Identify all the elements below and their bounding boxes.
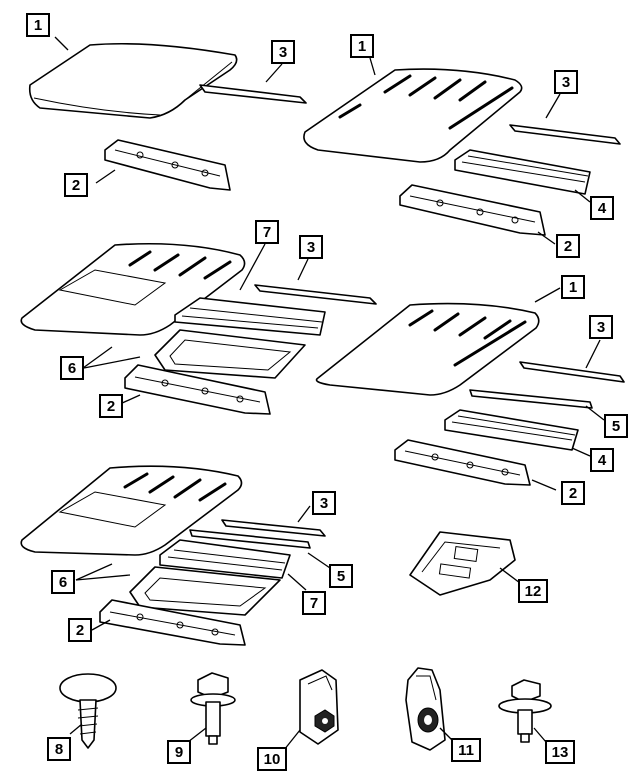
- bracket-plate-12: [409, 531, 516, 596]
- roof-rail-d3: [519, 361, 625, 383]
- leader-b1: [369, 57, 376, 76]
- leader-e6: [75, 563, 113, 581]
- callout-d3: 3: [589, 315, 613, 339]
- leader-d3: [585, 339, 601, 369]
- leader-d2: [531, 479, 557, 491]
- leader-c3: [297, 258, 309, 281]
- leader-e3: [297, 505, 311, 523]
- leader-c7: [239, 243, 266, 291]
- sunroof-frame-e7: [159, 539, 291, 579]
- front-header-b2: [399, 184, 546, 236]
- callout-a2: 2: [64, 173, 88, 197]
- roof-bow-b4: [454, 149, 591, 195]
- roof-rail-c3: [254, 284, 377, 305]
- leader-d4: [571, 447, 591, 457]
- callout-a1: 1: [26, 13, 50, 37]
- callout-c7: 7: [255, 220, 279, 244]
- front-header-d2: [394, 439, 531, 486]
- leader-p13: [533, 727, 547, 743]
- front-header-c2: [124, 364, 271, 415]
- leader-d1: [534, 287, 561, 303]
- leader-e5: [307, 552, 331, 569]
- roof-panel-sunroof-e: [20, 465, 243, 556]
- callout-c3: 3: [299, 235, 323, 259]
- callout-b3: 3: [554, 70, 578, 94]
- callout-c2: 2: [99, 394, 123, 418]
- leader-a3: [265, 63, 283, 83]
- leader-b4: [574, 189, 591, 203]
- leader-c2: [119, 394, 141, 405]
- sunroof-ring-c: [154, 329, 306, 379]
- leader-p11: [439, 727, 453, 741]
- callout-d5: 5: [604, 414, 628, 438]
- leader-a1: [54, 36, 69, 51]
- spring-nut-clip-11: [405, 667, 446, 751]
- callout-e6: 6: [51, 570, 75, 594]
- leader-b3: [545, 93, 561, 119]
- callout-b1: 1: [350, 34, 374, 58]
- leader-c6: [82, 346, 113, 369]
- leader-b2: [537, 231, 556, 245]
- roof-rail-e3: [221, 519, 326, 537]
- callout-p12: 12: [518, 579, 548, 603]
- leader-c6b: [83, 356, 141, 369]
- callout-e5: 5: [329, 564, 353, 588]
- roof-rail-b3: [509, 124, 621, 145]
- leader-a2: [95, 169, 116, 184]
- roof-rail-a3: [199, 84, 307, 104]
- callout-b4: 4: [590, 196, 614, 220]
- callout-c6: 6: [60, 356, 84, 380]
- sunroof-frame-c7: [174, 297, 326, 336]
- leader-e7: [287, 573, 307, 591]
- push-pin-clip-8: [59, 673, 117, 749]
- roof-panel-plain: [28, 42, 238, 119]
- callout-d2: 2: [561, 481, 585, 505]
- flange-bolt-13: [498, 679, 552, 743]
- leader-e2: [91, 619, 111, 631]
- roof-bow-e5: [189, 529, 311, 549]
- hex-bolt-9: [190, 672, 236, 745]
- callout-p11: 11: [451, 738, 481, 762]
- j-nut-clip-10: [299, 669, 339, 745]
- callout-b2: 2: [556, 234, 580, 258]
- callout-e3: 3: [312, 491, 336, 515]
- callout-e7: 7: [302, 591, 326, 615]
- callout-d1: 1: [561, 275, 585, 299]
- roof-panel-ribbed-d: [315, 302, 540, 396]
- callout-e2: 2: [68, 618, 92, 642]
- roof-panel-sunroof-c: [20, 242, 246, 336]
- front-header-e2: [99, 599, 246, 646]
- callout-p8: 8: [47, 737, 71, 761]
- callout-p13: 13: [545, 740, 575, 764]
- callout-p9: 9: [167, 740, 191, 764]
- callout-p10: 10: [257, 747, 287, 771]
- leader-e6b: [75, 574, 131, 581]
- leader-p12: [499, 567, 521, 584]
- callout-d4: 4: [590, 448, 614, 472]
- leader-d5: [585, 405, 605, 421]
- leader-p10: [283, 729, 301, 751]
- front-header-a2: [104, 139, 231, 191]
- callout-a3: 3: [271, 40, 295, 64]
- roof-panel-ribbed-b: [303, 68, 523, 163]
- roof-bow-d4: [444, 409, 579, 451]
- roof-bow-d5: [469, 389, 593, 409]
- leader-p9: [187, 727, 207, 743]
- leader-p8: [69, 723, 83, 735]
